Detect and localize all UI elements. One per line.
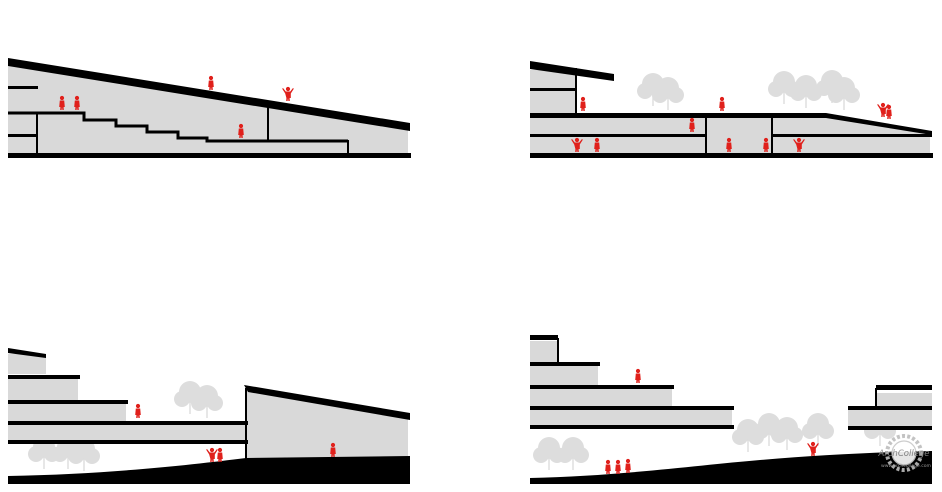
- interior-wall: [245, 388, 247, 462]
- ground-slab: [8, 153, 411, 158]
- interior-fill: [530, 341, 558, 363]
- interior-fill: [8, 62, 408, 153]
- tree-icon: [557, 437, 589, 470]
- roof-slab: [876, 385, 932, 390]
- end-wall: [347, 140, 349, 155]
- tier-slab: [848, 406, 932, 410]
- sloped-roof-slab: [8, 58, 410, 131]
- tier-slab: [8, 440, 248, 444]
- person-figure-icon: [615, 459, 621, 474]
- interior-fill: [530, 389, 672, 407]
- tier-slab: [530, 362, 600, 366]
- person-figure-icon: [886, 104, 892, 119]
- stepped-floor: [8, 111, 348, 143]
- mid-floor: [530, 134, 706, 137]
- interior-wall: [875, 388, 877, 408]
- tier-slab: [530, 406, 734, 410]
- interior-fill: [530, 366, 598, 386]
- interior-fill: [848, 409, 932, 426]
- tier-slab: [848, 426, 932, 430]
- tier-slab: [8, 400, 128, 404]
- person-figure-icon: [135, 403, 141, 418]
- person-figure-icon: [282, 86, 294, 101]
- person-figure-icon: [217, 447, 223, 462]
- person-figure-icon: [635, 368, 641, 383]
- cantilever-roof: [530, 61, 614, 81]
- watermark-brand: ArchCollege: [877, 449, 929, 459]
- interior-wall: [557, 338, 559, 364]
- upper-floor: [530, 88, 576, 91]
- interior-fill: [876, 393, 932, 408]
- interior-fill: [530, 117, 930, 153]
- interior-fill: [8, 378, 78, 400]
- interior-wall: [575, 68, 577, 115]
- interior-fill: [530, 70, 576, 114]
- tree-icon: [802, 413, 834, 446]
- tier-slab: [8, 375, 80, 379]
- gear-logo-icon: [885, 434, 923, 472]
- interior-wall: [36, 113, 38, 155]
- mid-floor-stub: [8, 134, 38, 137]
- upper-floor-stub: [8, 86, 38, 89]
- person-figure-icon: [206, 447, 218, 462]
- tier-slab: [8, 421, 248, 425]
- watermark: ArchCollege www.archcollege.com: [877, 434, 932, 472]
- ground-terrain: [530, 451, 932, 484]
- section-panel-2: [530, 61, 933, 158]
- courtyard-wall: [771, 115, 773, 155]
- person-figure-icon: [605, 459, 611, 474]
- interior-fill: [8, 424, 246, 440]
- stepped-roof: [8, 348, 46, 358]
- courtyard-wall: [705, 115, 707, 155]
- interior-fill: [8, 403, 126, 421]
- section-panel-3: [8, 348, 410, 484]
- roof-deck-slab: [530, 113, 932, 135]
- partition-wall: [267, 104, 269, 141]
- person-figure-icon: [719, 96, 725, 111]
- person-figure-icon: [625, 458, 631, 473]
- ground-terrain: [8, 456, 410, 484]
- tier-slab: [530, 385, 674, 389]
- interior-fill: [530, 409, 732, 425]
- section-panel-1: [8, 58, 411, 158]
- person-figure-icon: [580, 96, 586, 111]
- section-panel-4: [530, 335, 932, 484]
- mid-floor: [773, 134, 932, 137]
- tier-slab: [530, 425, 734, 429]
- interior-fill: [246, 390, 408, 462]
- watermark-url: www.archcollege.com: [881, 463, 932, 469]
- roof-slab: [530, 335, 558, 340]
- person-figure-icon: [208, 75, 214, 90]
- person-figure-icon: [807, 441, 819, 456]
- ground-slab: [530, 153, 933, 158]
- sloped-roof-slab: [244, 385, 410, 420]
- interior-fill: [8, 354, 46, 374]
